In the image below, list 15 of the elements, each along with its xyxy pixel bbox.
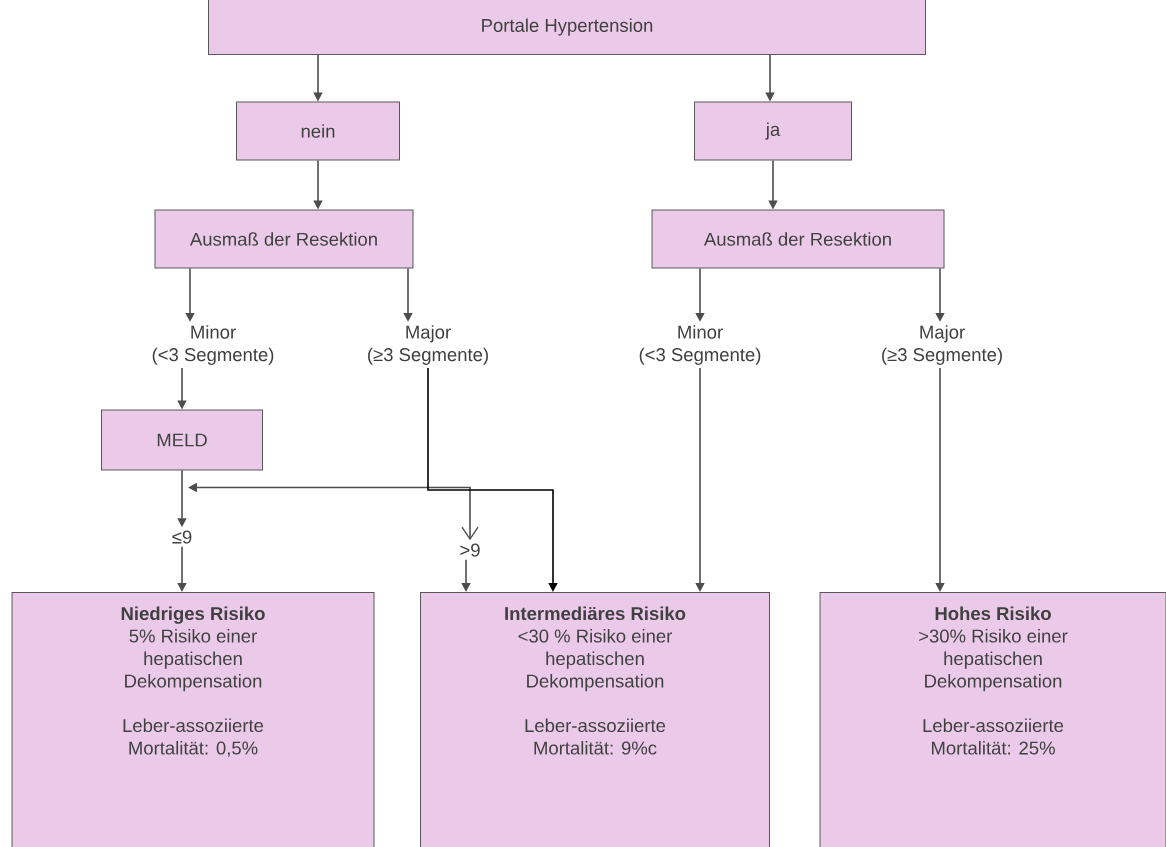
- branch-label: >9: [460, 543, 480, 557]
- process-box: nein: [236, 101, 400, 161]
- result-box: Hohes Risiko >30% Risiko einer hepatischen Dekompensation Leber-assoziierte Mortalität: 25%: [819, 592, 1166, 847]
- branch-label: Major (≥3 Segmente): [882, 325, 1002, 365]
- branch-label: Minor (<3 Segmente): [152, 325, 274, 365]
- result-box: Niedriges Risiko 5% Risiko einer hepatischen Dekompensation Leber-assoziierte Mortalität: 0,5%: [11, 592, 375, 847]
- branch-label: Minor (<3 Segmente): [639, 325, 761, 365]
- process-box: Ausmaß der Resektion: [651, 209, 945, 269]
- process-box: Ausmaß der Resektion: [154, 209, 414, 269]
- process-box: Portale Hypertension: [208, 0, 926, 55]
- process-box: ja: [694, 101, 852, 161]
- branch-label: Major (≥3 Segmente): [368, 325, 488, 365]
- result-box: Intermediäres Risiko <30 % Risiko einer hepatischen Dekompensation Leber-assoziierte Mortalität: 9%c: [420, 592, 770, 847]
- branch-label: ≤9: [172, 530, 192, 544]
- process-box: MELD: [101, 409, 263, 471]
